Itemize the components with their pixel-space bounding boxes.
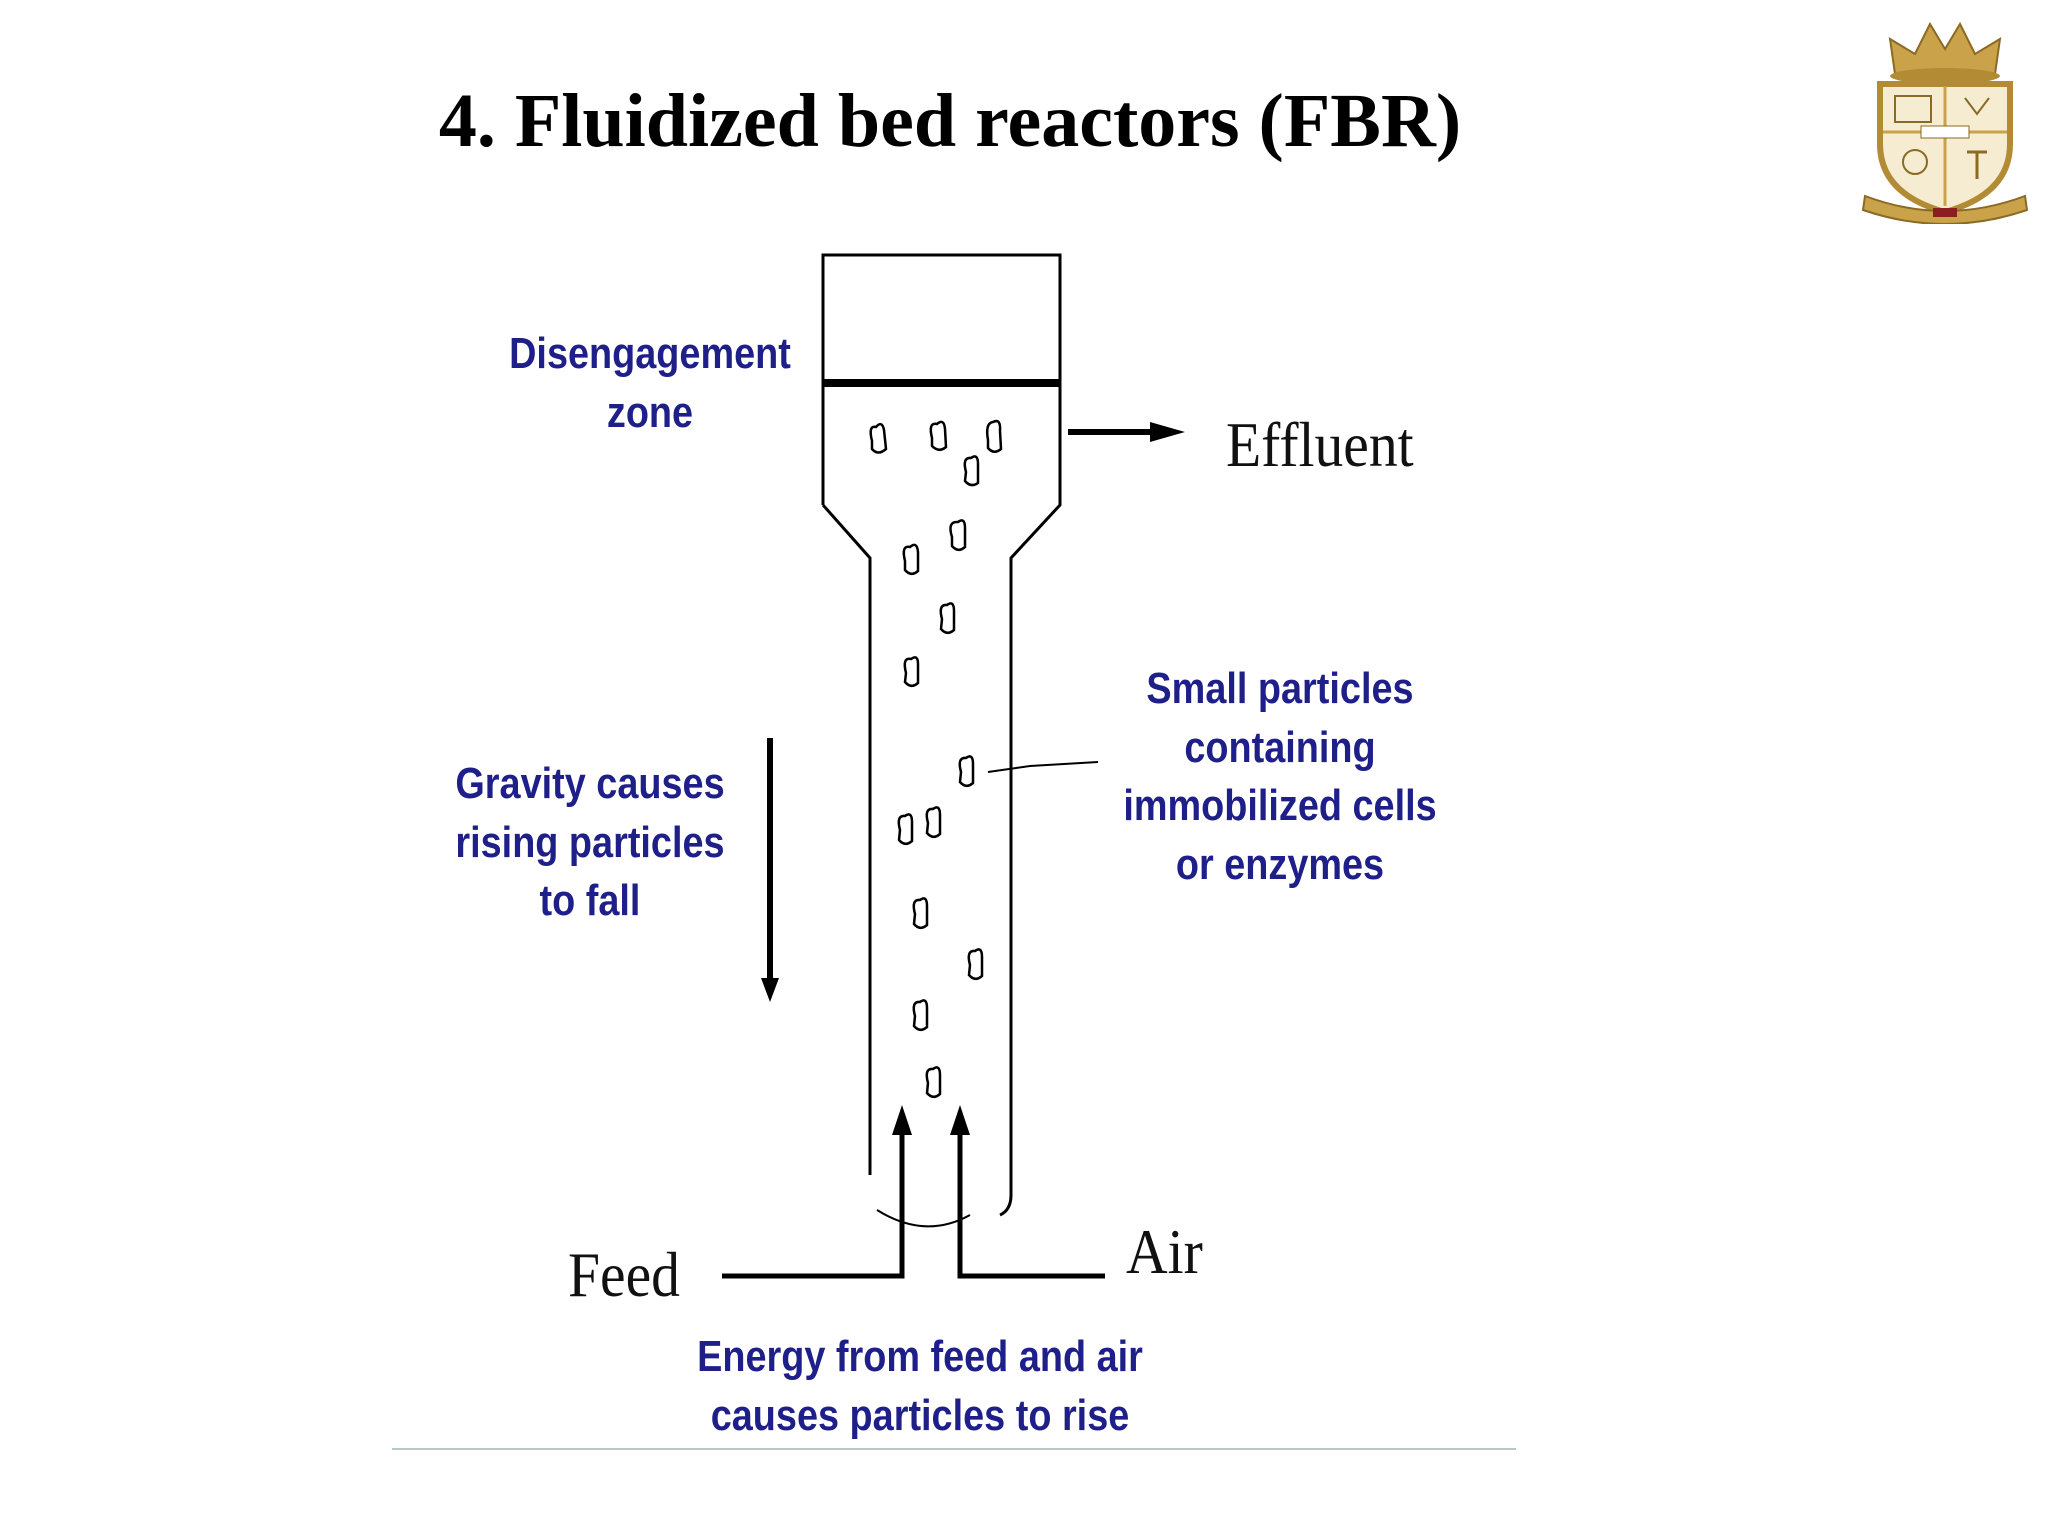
particle <box>939 602 956 634</box>
particles <box>869 419 1003 1098</box>
particle <box>925 806 942 838</box>
particle-leader-line <box>987 761 1099 773</box>
feed-inlet-pipe <box>722 1105 912 1279</box>
particle <box>963 455 980 487</box>
particle <box>929 420 948 451</box>
motto-ribbon <box>1861 194 2029 224</box>
particle <box>897 813 914 845</box>
particle <box>958 755 975 787</box>
particle <box>912 999 929 1031</box>
page-title: 4. Fluidized bed reactors (FBR) <box>438 79 1462 163</box>
college-crest-logo <box>1861 21 2029 224</box>
particle <box>902 543 920 575</box>
particle <box>925 1066 942 1098</box>
air-label: Air <box>1126 1216 1203 1287</box>
particle <box>903 656 920 687</box>
effluent-arrow-icon <box>1068 422 1185 442</box>
particles-label: Small particles containing immobilized c… <box>1123 664 1437 889</box>
gravity-arrow-icon <box>761 738 779 1002</box>
particle <box>949 519 967 551</box>
bottom-rule <box>392 1448 1516 1450</box>
crown-icon <box>1888 21 2002 84</box>
particle <box>869 422 888 454</box>
effluent-label: Effluent <box>1226 409 1414 480</box>
particle <box>985 419 1003 453</box>
air-inlet-pipe <box>950 1105 1105 1279</box>
reactor-vessel <box>821 253 1062 1228</box>
particle <box>967 948 984 980</box>
feed-label: Feed <box>568 1239 680 1310</box>
gravity-label: Gravity causes rising particles to fall <box>455 759 725 926</box>
disengagement-zone-label: Disengagement zone <box>509 329 791 437</box>
energy-label: Energy from feed and air causes particle… <box>697 1332 1143 1440</box>
particle <box>912 897 929 929</box>
